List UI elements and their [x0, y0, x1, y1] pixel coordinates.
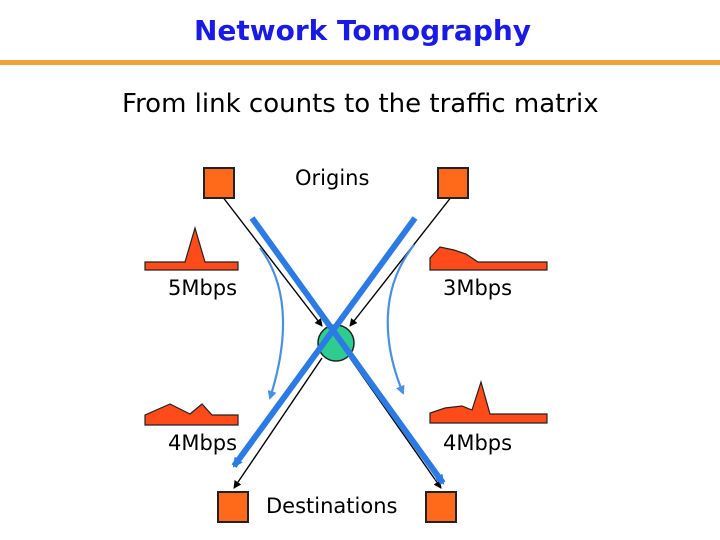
link-rate-bottom-left: 4Mbps [168, 431, 238, 455]
traffic-plot-top-left [144, 225, 239, 271]
od-flow-arrows [231, 216, 446, 485]
split-arrow-left [259, 247, 285, 400]
destination-node-left [217, 491, 249, 523]
link-router-to-dest-left [233, 357, 323, 489]
origin-node-left [203, 167, 235, 199]
slide-title: Network Tomography [193, 14, 532, 47]
link-rate-top-right: 3Mbps [443, 276, 513, 300]
traffic-plot-bottom-right [429, 379, 548, 424]
traffic-sparklines [144, 225, 548, 426]
traffic-plot-bottom-left [144, 403, 239, 426]
slide-subtitle: From link counts to the traffic matrix [122, 89, 599, 119]
origins-label: Origins [295, 166, 370, 190]
flow-arrow-right-origin-to-left-dest [231, 216, 418, 468]
link-origin-right-to-router [349, 195, 453, 327]
destination-node-right [425, 491, 457, 523]
split-arrows [259, 244, 415, 400]
title-underline [0, 60, 720, 65]
split-arrow-right [386, 244, 415, 395]
link-rate-top-left: 5Mbps [168, 276, 238, 300]
link-rate-bottom-right: 4Mbps [443, 431, 513, 455]
traffic-plot-top-right [429, 246, 548, 271]
destinations-label: Destinations [266, 494, 398, 518]
flow-arrow-left-origin-to-right-dest [249, 216, 446, 485]
origin-node-right [437, 167, 469, 199]
link-origin-left-to-router [221, 195, 323, 327]
